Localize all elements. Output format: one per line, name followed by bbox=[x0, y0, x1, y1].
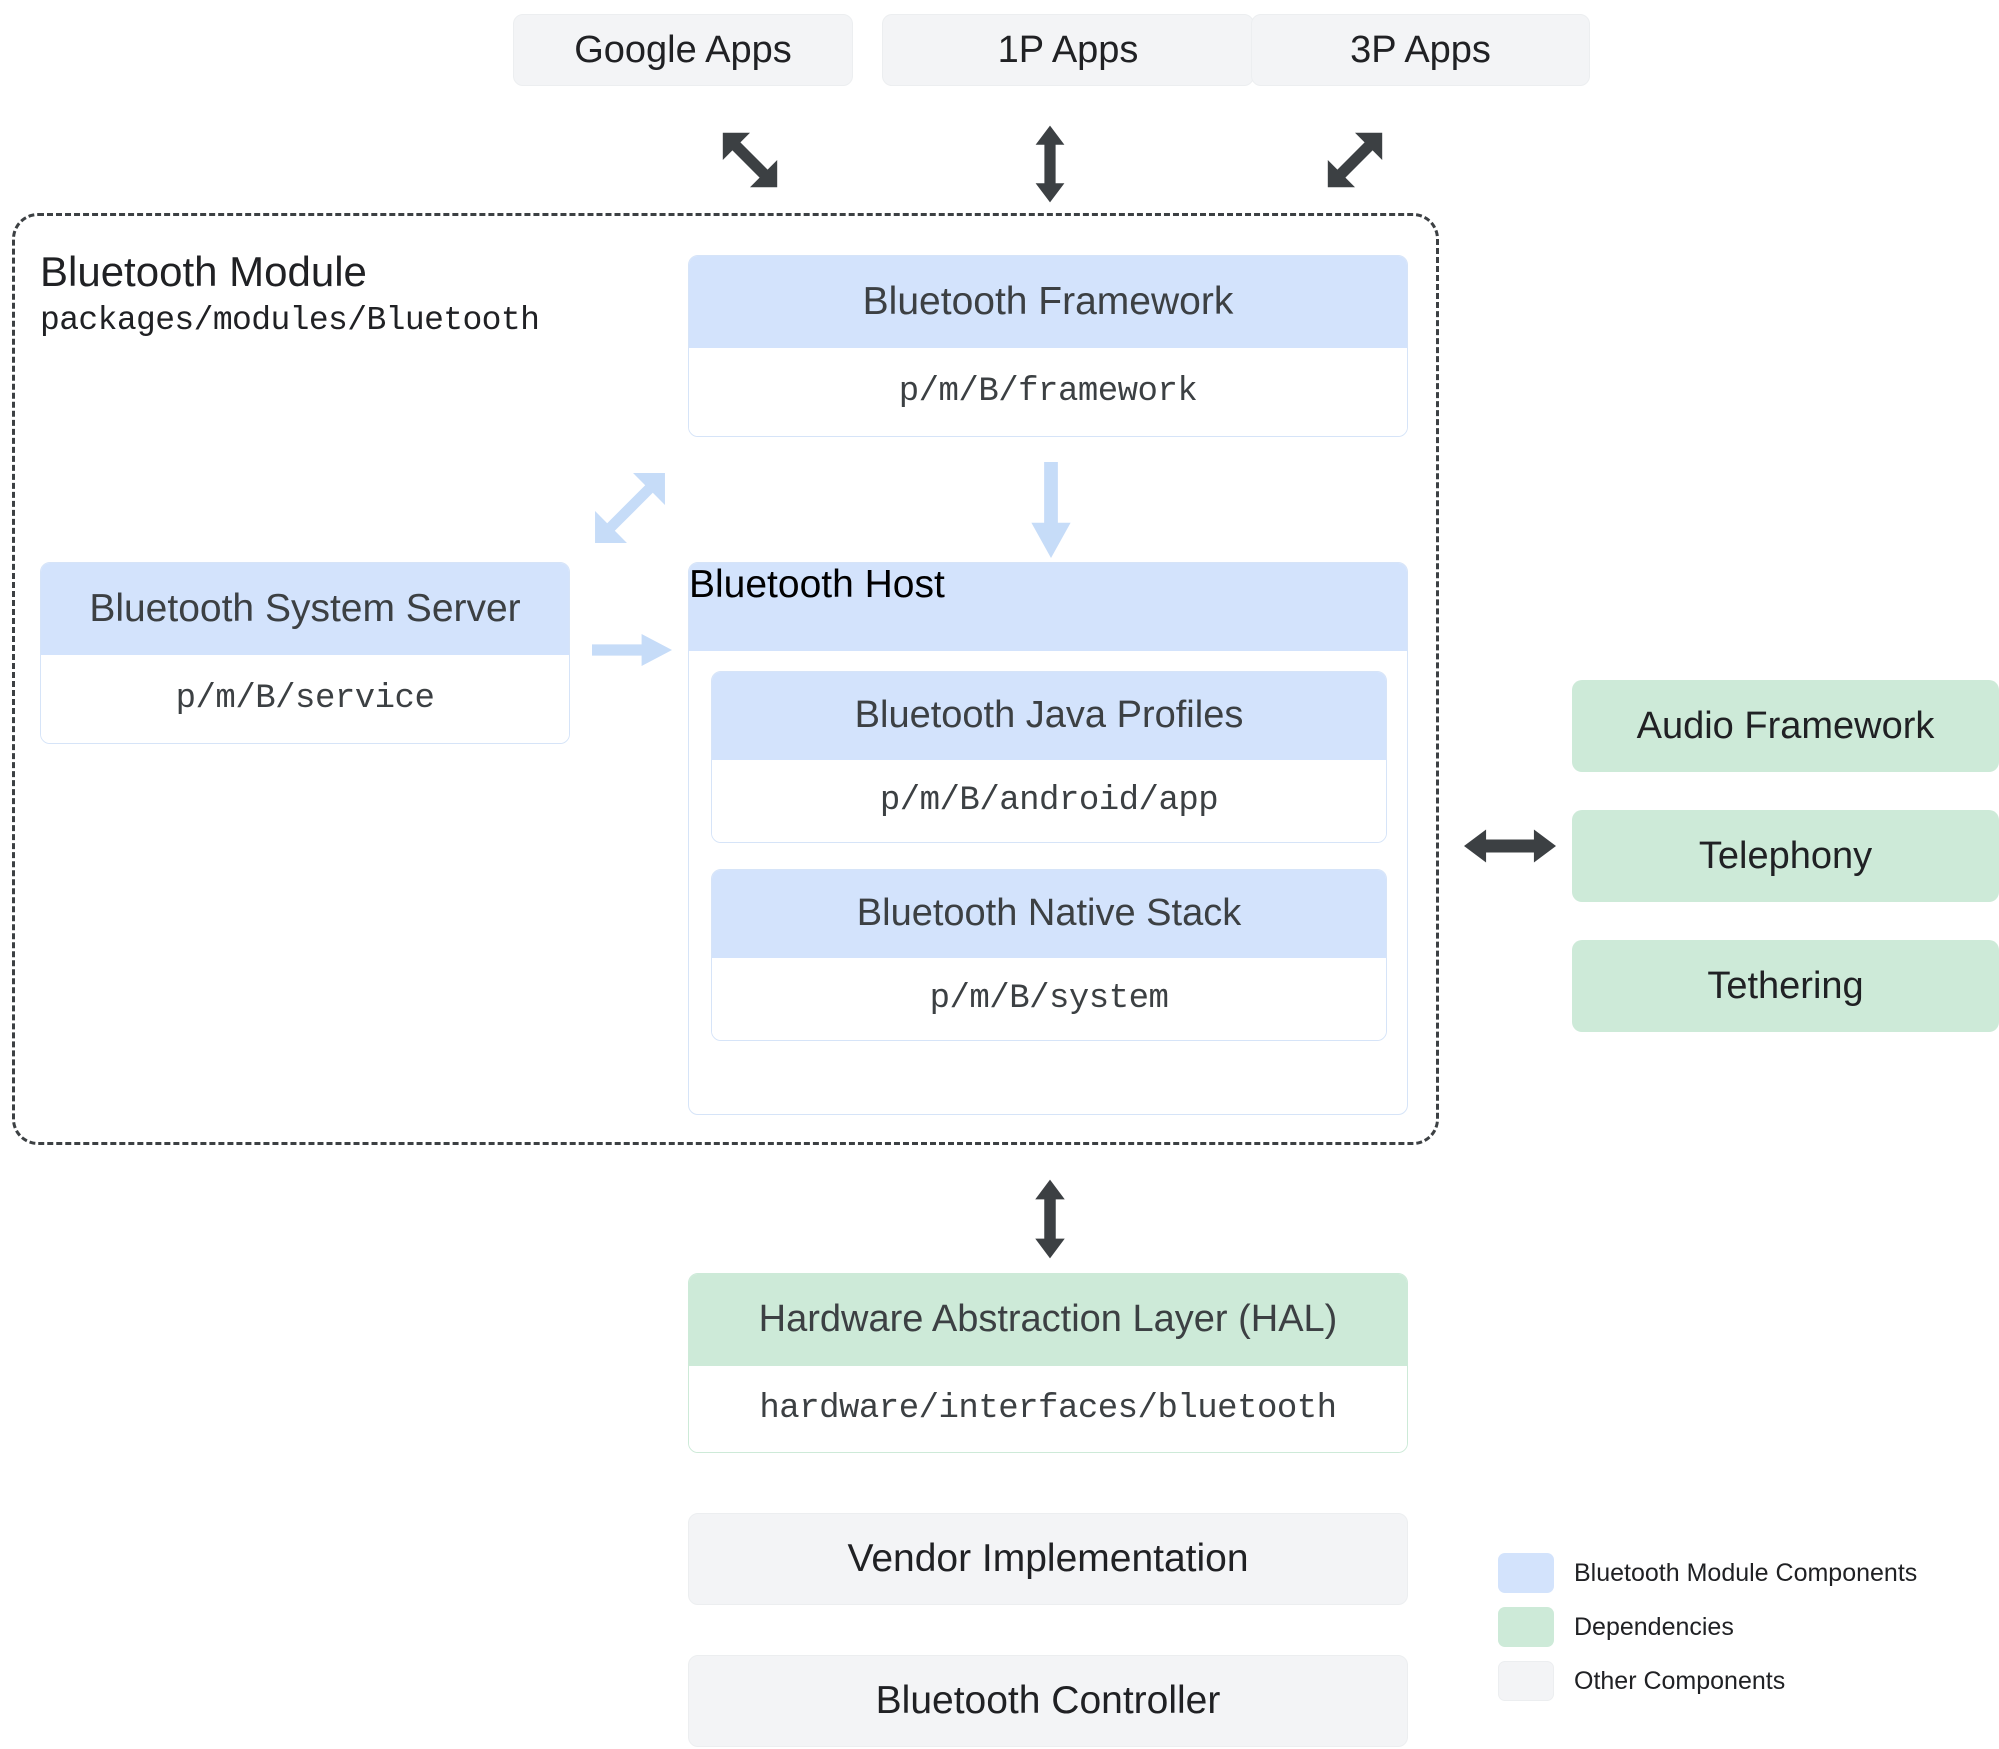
legend: Bluetooth Module Components Dependencies… bbox=[1498, 1553, 1917, 1701]
vertical-double-arrow-icon bbox=[1033, 124, 1067, 204]
module-title: Bluetooth Module bbox=[40, 248, 367, 295]
legend-swatch bbox=[1498, 1661, 1554, 1701]
card-title: Bluetooth Framework bbox=[689, 256, 1407, 348]
legend-item-module-components: Bluetooth Module Components bbox=[1498, 1553, 1917, 1593]
down-arrow-icon bbox=[1031, 462, 1071, 560]
app-box-label: Google Apps bbox=[574, 28, 792, 71]
dependency-label: Tethering bbox=[1707, 964, 1864, 1007]
bluetooth-module-container bbox=[12, 213, 1439, 1145]
app-box-3p-apps[interactable]: 3P Apps bbox=[1251, 14, 1590, 86]
card-bluetooth-native-stack[interactable]: Bluetooth Native Stack p/m/B/system bbox=[711, 869, 1387, 1041]
card-bluetooth-host[interactable]: Bluetooth Host Bluetooth Java Profiles p… bbox=[688, 562, 1408, 1115]
card-bluetooth-java-profiles[interactable]: Bluetooth Java Profiles p/m/B/android/ap… bbox=[711, 671, 1387, 843]
legend-swatch bbox=[1498, 1607, 1554, 1647]
dependency-tethering[interactable]: Tethering bbox=[1572, 940, 1999, 1032]
dependency-label: Telephony bbox=[1698, 834, 1873, 877]
card-hardware-abstraction-layer[interactable]: Hardware Abstraction Layer (HAL) hardwar… bbox=[688, 1273, 1408, 1453]
app-box-1p-apps[interactable]: 1P Apps bbox=[882, 14, 1254, 86]
card-title: Hardware Abstraction Layer (HAL) bbox=[689, 1274, 1407, 1366]
block-label: Bluetooth Controller bbox=[875, 1679, 1221, 1722]
diagonal-nwse-double-arrow-icon bbox=[716, 128, 800, 200]
card-path: p/m/B/framework bbox=[689, 348, 1407, 436]
legend-label: Dependencies bbox=[1574, 1612, 1734, 1641]
card-path: p/m/B/system bbox=[712, 958, 1386, 1040]
legend-swatch bbox=[1498, 1553, 1554, 1593]
right-arrow-icon bbox=[592, 630, 672, 670]
app-box-label: 3P Apps bbox=[1350, 28, 1491, 71]
diagonal-nesw-double-arrow-icon bbox=[1305, 128, 1389, 200]
dependency-telephony[interactable]: Telephony bbox=[1572, 810, 1999, 902]
vertical-double-arrow-icon bbox=[1033, 1178, 1067, 1260]
app-box-google-apps[interactable]: Google Apps bbox=[513, 14, 853, 86]
block-label: Vendor Implementation bbox=[847, 1537, 1249, 1580]
card-bluetooth-framework[interactable]: Bluetooth Framework p/m/B/framework bbox=[688, 255, 1408, 437]
card-title: Bluetooth System Server bbox=[41, 563, 569, 655]
module-path: packages/modules/Bluetooth bbox=[40, 302, 540, 339]
legend-item-dependencies: Dependencies bbox=[1498, 1607, 1917, 1647]
card-title: Bluetooth Java Profiles bbox=[712, 672, 1386, 760]
card-path: p/m/B/android/app bbox=[712, 760, 1386, 842]
card-bluetooth-system-server[interactable]: Bluetooth System Server p/m/B/service bbox=[40, 562, 570, 744]
horizontal-double-arrow-icon bbox=[1464, 826, 1556, 866]
block-vendor-implementation[interactable]: Vendor Implementation bbox=[688, 1513, 1408, 1605]
app-box-label: 1P Apps bbox=[997, 28, 1139, 71]
card-title: Bluetooth Native Stack bbox=[712, 870, 1386, 958]
legend-label: Other Components bbox=[1574, 1666, 1786, 1695]
block-bluetooth-controller[interactable]: Bluetooth Controller bbox=[688, 1655, 1408, 1747]
diagonal-up-right-arrow-icon bbox=[592, 470, 668, 546]
legend-label: Bluetooth Module Components bbox=[1574, 1558, 1918, 1587]
card-path: hardware/interfaces/bluetooth bbox=[689, 1366, 1407, 1452]
legend-item-other-components: Other Components bbox=[1498, 1661, 1917, 1701]
dependency-audio-framework[interactable]: Audio Framework bbox=[1572, 680, 1999, 772]
card-path: p/m/B/service bbox=[41, 655, 569, 743]
card-title: Bluetooth Host bbox=[689, 563, 1407, 651]
dependency-label: Audio Framework bbox=[1636, 704, 1935, 747]
